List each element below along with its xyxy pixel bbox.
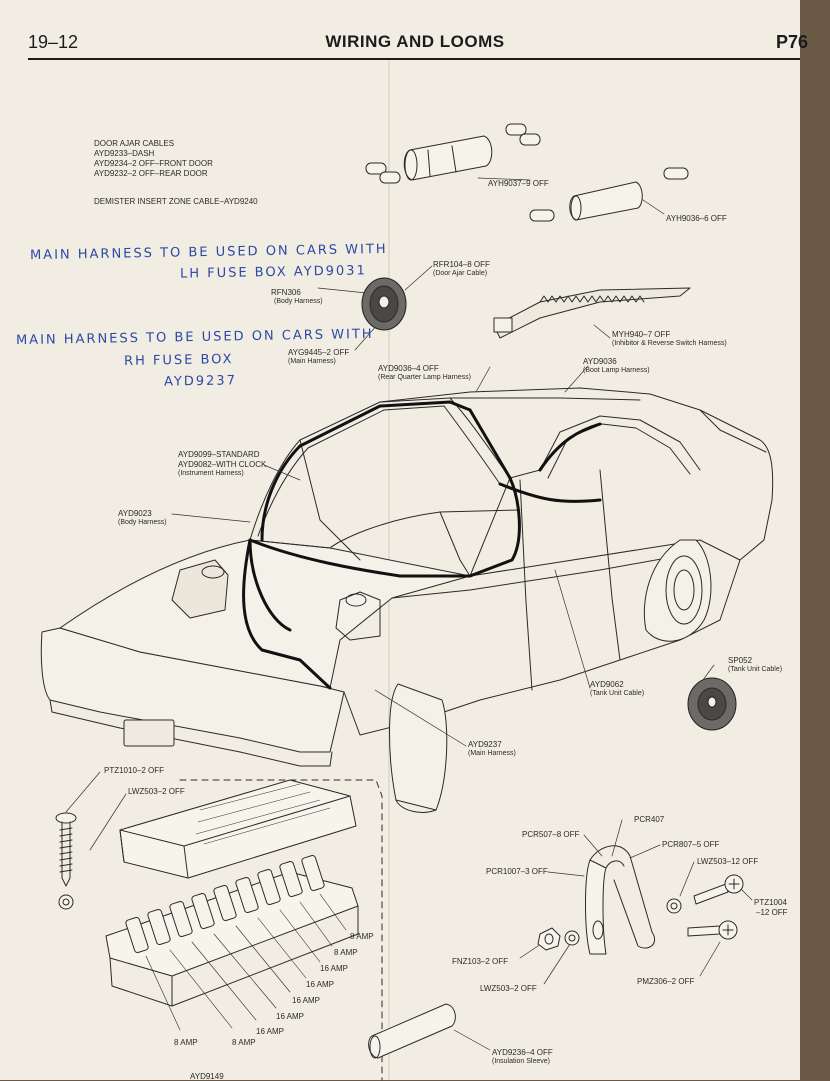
grommet-sp052-icon bbox=[687, 677, 737, 731]
exploded-diagram bbox=[40, 123, 774, 1081]
label-fnz103: FNZ103–2 OFF bbox=[452, 957, 509, 966]
label-pcr807: PCR807–5 OFF bbox=[662, 840, 720, 849]
fuse-rating: 16 AMP bbox=[320, 964, 349, 973]
screw-ptz1004-icon bbox=[693, 874, 744, 905]
label-ayd9236: AYD9236–4 OFF bbox=[492, 1048, 553, 1057]
washer-lwz503-icon bbox=[564, 898, 682, 946]
door-ajar-line: AYD9232–2 OFF–REAR DOOR bbox=[94, 169, 208, 178]
leader-lines bbox=[65, 177, 753, 1051]
label-sp052: SP052 bbox=[728, 656, 753, 665]
label-ayg9445-desc: (Main Harness) bbox=[288, 358, 336, 365]
label-ayd9023-desc: (Body Harness) bbox=[118, 519, 167, 526]
label-ayd9149: AYD9149 bbox=[190, 1072, 224, 1081]
label-pcr1007: PCR1007–3 OFF bbox=[486, 867, 548, 876]
grommet-rfn306-icon bbox=[361, 277, 407, 331]
screw-ptz1010-icon bbox=[55, 812, 77, 910]
fuse-rating: 16 AMP bbox=[292, 996, 321, 1005]
label-lwz503-clamp: LWZ503–2 OFF bbox=[480, 984, 537, 993]
label-ptz1010: PTZ1010–2 OFF bbox=[104, 766, 165, 775]
label-lwz503-12: LWZ503–12 OFF bbox=[697, 857, 759, 866]
label-pcr507: PCR507–8 OFF bbox=[522, 830, 580, 839]
fuse-box-assembly bbox=[105, 779, 383, 1081]
label-ayg9445: AYG9445–2 OFF bbox=[288, 348, 350, 357]
fuse-rating: 16 AMP bbox=[306, 980, 335, 989]
car-body-outline bbox=[40, 387, 774, 813]
header-rule bbox=[28, 58, 800, 60]
page-number: 19–12 bbox=[28, 32, 79, 52]
label-ayd9237-desc: (Main Harness) bbox=[468, 750, 516, 757]
label-ayd9099-desc: (Instrument Harness) bbox=[178, 470, 244, 477]
connector-ayh9037-icon bbox=[365, 123, 541, 184]
label-ayd9036-4: AYD9036–4 OFF bbox=[378, 364, 439, 373]
label-ayd9062: AYD9062 bbox=[590, 680, 624, 689]
label-rfn306: RFN306 bbox=[271, 288, 301, 297]
label-ayd9036: AYD9036 bbox=[583, 357, 617, 366]
label-ayh9036: AYH9036–6 OFF bbox=[666, 214, 727, 223]
label-ayd9036-4-desc: (Rear Quarter Lamp Harness) bbox=[378, 374, 471, 381]
tie-strap-myh940-icon bbox=[493, 287, 691, 339]
clamp-pcr-icon bbox=[585, 845, 656, 955]
connector-ayh9036-icon bbox=[529, 167, 689, 222]
handwritten-rh-line-2: RH FUSE BOX bbox=[123, 352, 234, 369]
demister-note: DEMISTER INSERT ZONE CABLE–AYD9240 bbox=[94, 197, 258, 206]
door-ajar-line: AYD9233–DASH bbox=[94, 149, 155, 158]
page-reference: P76 bbox=[776, 32, 809, 52]
fuse-rating: 8 AMP bbox=[334, 948, 358, 957]
door-ajar-heading: DOOR AJAR CABLES bbox=[94, 139, 175, 148]
label-pmz306: PMZ306–2 OFF bbox=[637, 977, 695, 986]
label-ayd9023: AYD9023 bbox=[118, 509, 152, 518]
label-rfr104: RFR104–8 OFF bbox=[433, 260, 490, 269]
door-ajar-line: AYD9234–2 OFF–FRONT DOOR bbox=[94, 159, 213, 168]
label-myh940-desc: (Inhibitor & Reverse Switch Harness) bbox=[612, 340, 727, 347]
page-title: WIRING AND LOOMS bbox=[325, 32, 505, 51]
label-ayd9237: AYD9237 bbox=[468, 740, 502, 749]
label-myh940: MYH940–7 OFF bbox=[612, 330, 671, 339]
label-sp052-desc: (Tank Unit Cable) bbox=[728, 666, 783, 673]
label-ayd9036-desc: (Boot Lamp Harness) bbox=[583, 367, 650, 374]
label-rfn306-desc: (Body Harness) bbox=[274, 298, 323, 305]
fuse-rating: 8 AMP bbox=[174, 1038, 198, 1047]
label-ayd9099: AYD9099–STANDARD bbox=[178, 450, 260, 459]
label-rfr104-desc: (Door Ajar Cable) bbox=[433, 270, 488, 277]
handwritten-rh-line-3: AYD9237 bbox=[163, 373, 238, 390]
label-pcr407: PCR407 bbox=[634, 815, 665, 824]
label-lwz503-fusebox: LWZ503–2 OFF bbox=[128, 787, 185, 796]
fuse-rating: 16 AMP bbox=[256, 1027, 285, 1036]
label-ptz1004: PTZ1004 bbox=[754, 898, 787, 907]
label-ayh9037: AYH9037–9 OFF bbox=[488, 179, 549, 188]
wiring-harness bbox=[242, 400, 602, 690]
sleeve-ayd9236-icon bbox=[368, 1003, 456, 1059]
label-ayd9062-desc: (Tank Unit Cable) bbox=[590, 690, 645, 697]
screw-pmz306-icon bbox=[687, 920, 738, 940]
label-ayd9236-desc: (Insulation Sleeve) bbox=[492, 1058, 550, 1065]
label-ptz1004-qty: –12 OFF bbox=[756, 908, 788, 917]
fuse-rating: 16 AMP bbox=[276, 1012, 305, 1021]
nut-fnz103-icon bbox=[537, 927, 561, 951]
catalogue-page: 19–12 WIRING AND LOOMS P76 bbox=[0, 0, 808, 1081]
fuse-rating: 8 AMP bbox=[350, 932, 374, 941]
label-ayd9082: AYD9082–WITH CLOCK bbox=[178, 460, 267, 469]
fuse-rating: 8 AMP bbox=[232, 1038, 256, 1047]
